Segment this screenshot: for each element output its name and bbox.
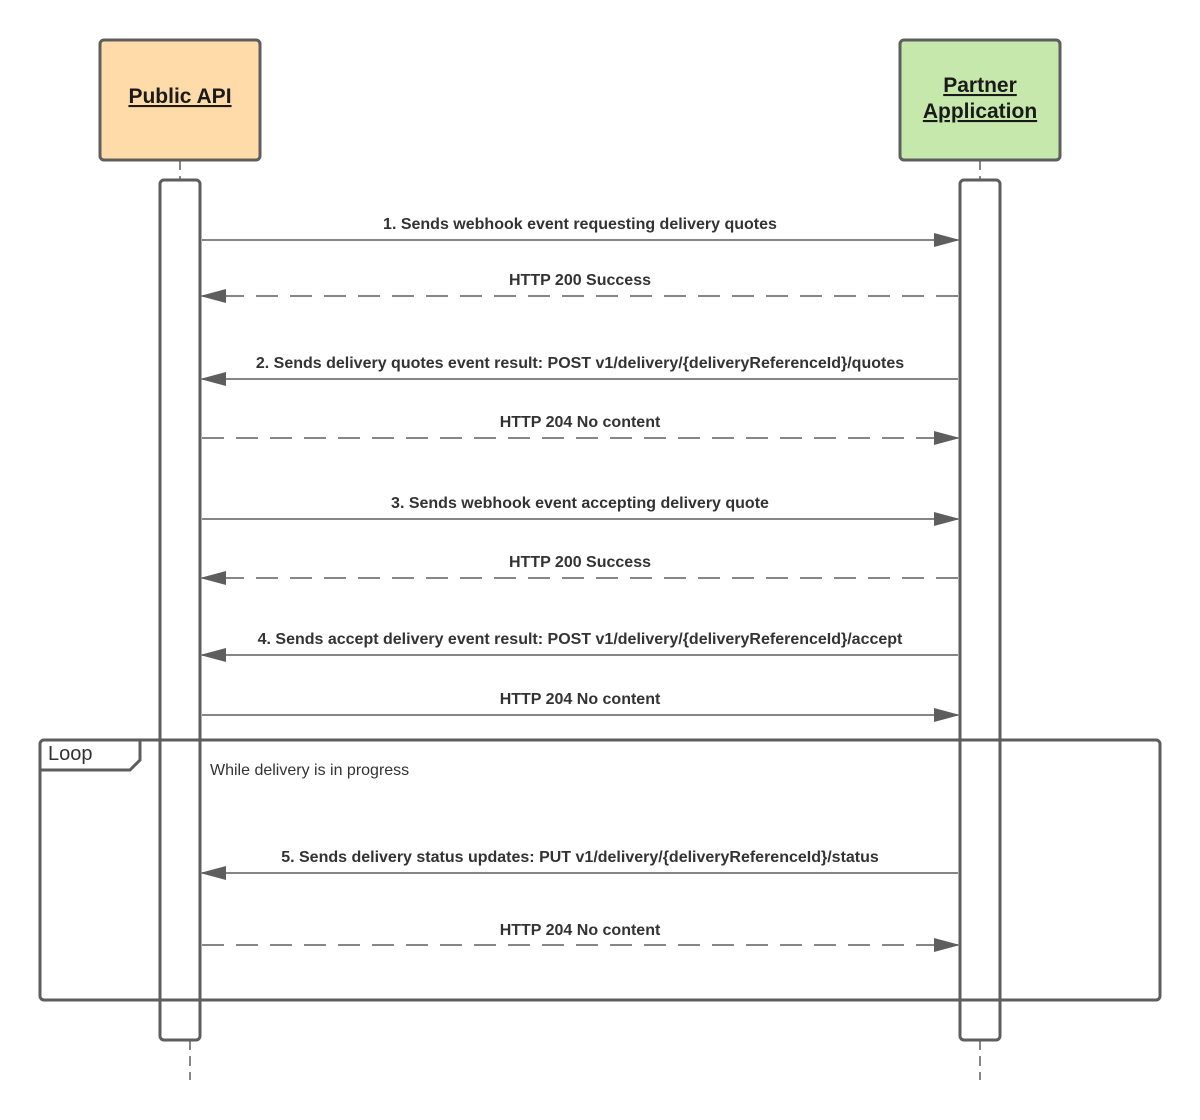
message-10-label: HTTP 204 No content	[500, 922, 661, 939]
message-2-label: HTTP 200 Success	[509, 272, 651, 289]
participant-public-api: Public API	[98, 38, 262, 162]
message-3: 2. Sends delivery quotes event result: P…	[200, 355, 958, 386]
partner-activation-bar	[958, 178, 1002, 1042]
message-2: HTTP 200 Success	[200, 272, 958, 303]
loop-tab	[40, 740, 142, 772]
message-8: HTTP 204 No content	[202, 691, 960, 722]
loop-condition: While delivery is in progress	[210, 762, 409, 779]
message-4-label: HTTP 204 No content	[500, 414, 661, 431]
partner-label-line2: Application	[923, 100, 1037, 123]
message-5: 3. Sends webhook event accepting deliver…	[202, 495, 960, 526]
message-9-label: 5. Sends delivery status updates: PUT v1…	[281, 849, 879, 866]
loop-frame: Loop While delivery is in progress	[38, 738, 1162, 1002]
message-6: HTTP 200 Success	[200, 554, 958, 585]
partner-label-line1: Partner	[943, 74, 1017, 97]
message-5-label: 3. Sends webhook event accepting deliver…	[391, 495, 769, 512]
message-8-label: HTTP 204 No content	[500, 691, 661, 708]
loop-box	[38, 738, 1162, 1002]
message-1-label: 1. Sends webhook event requesting delive…	[383, 216, 777, 233]
public-api-activation-bar	[158, 178, 202, 1042]
public-api-label: Public API	[128, 85, 231, 108]
message-10: HTTP 204 No content	[202, 922, 960, 952]
message-7: 4. Sends accept delivery event result: P…	[200, 631, 958, 662]
message-4: HTTP 204 No content	[202, 414, 960, 445]
message-1: 1. Sends webhook event requesting delive…	[202, 216, 960, 247]
public-api-box	[98, 38, 262, 162]
partner-box	[898, 38, 1062, 162]
message-3-label: 2. Sends delivery quotes event result: P…	[256, 355, 904, 372]
message-7-label: 4. Sends accept delivery event result: P…	[258, 631, 903, 648]
message-9: 5. Sends delivery status updates: PUT v1…	[200, 849, 958, 880]
participant-partner-application: Partner Application	[898, 38, 1062, 162]
loop-label: Loop	[48, 743, 93, 765]
message-6-label: HTTP 200 Success	[509, 554, 651, 571]
